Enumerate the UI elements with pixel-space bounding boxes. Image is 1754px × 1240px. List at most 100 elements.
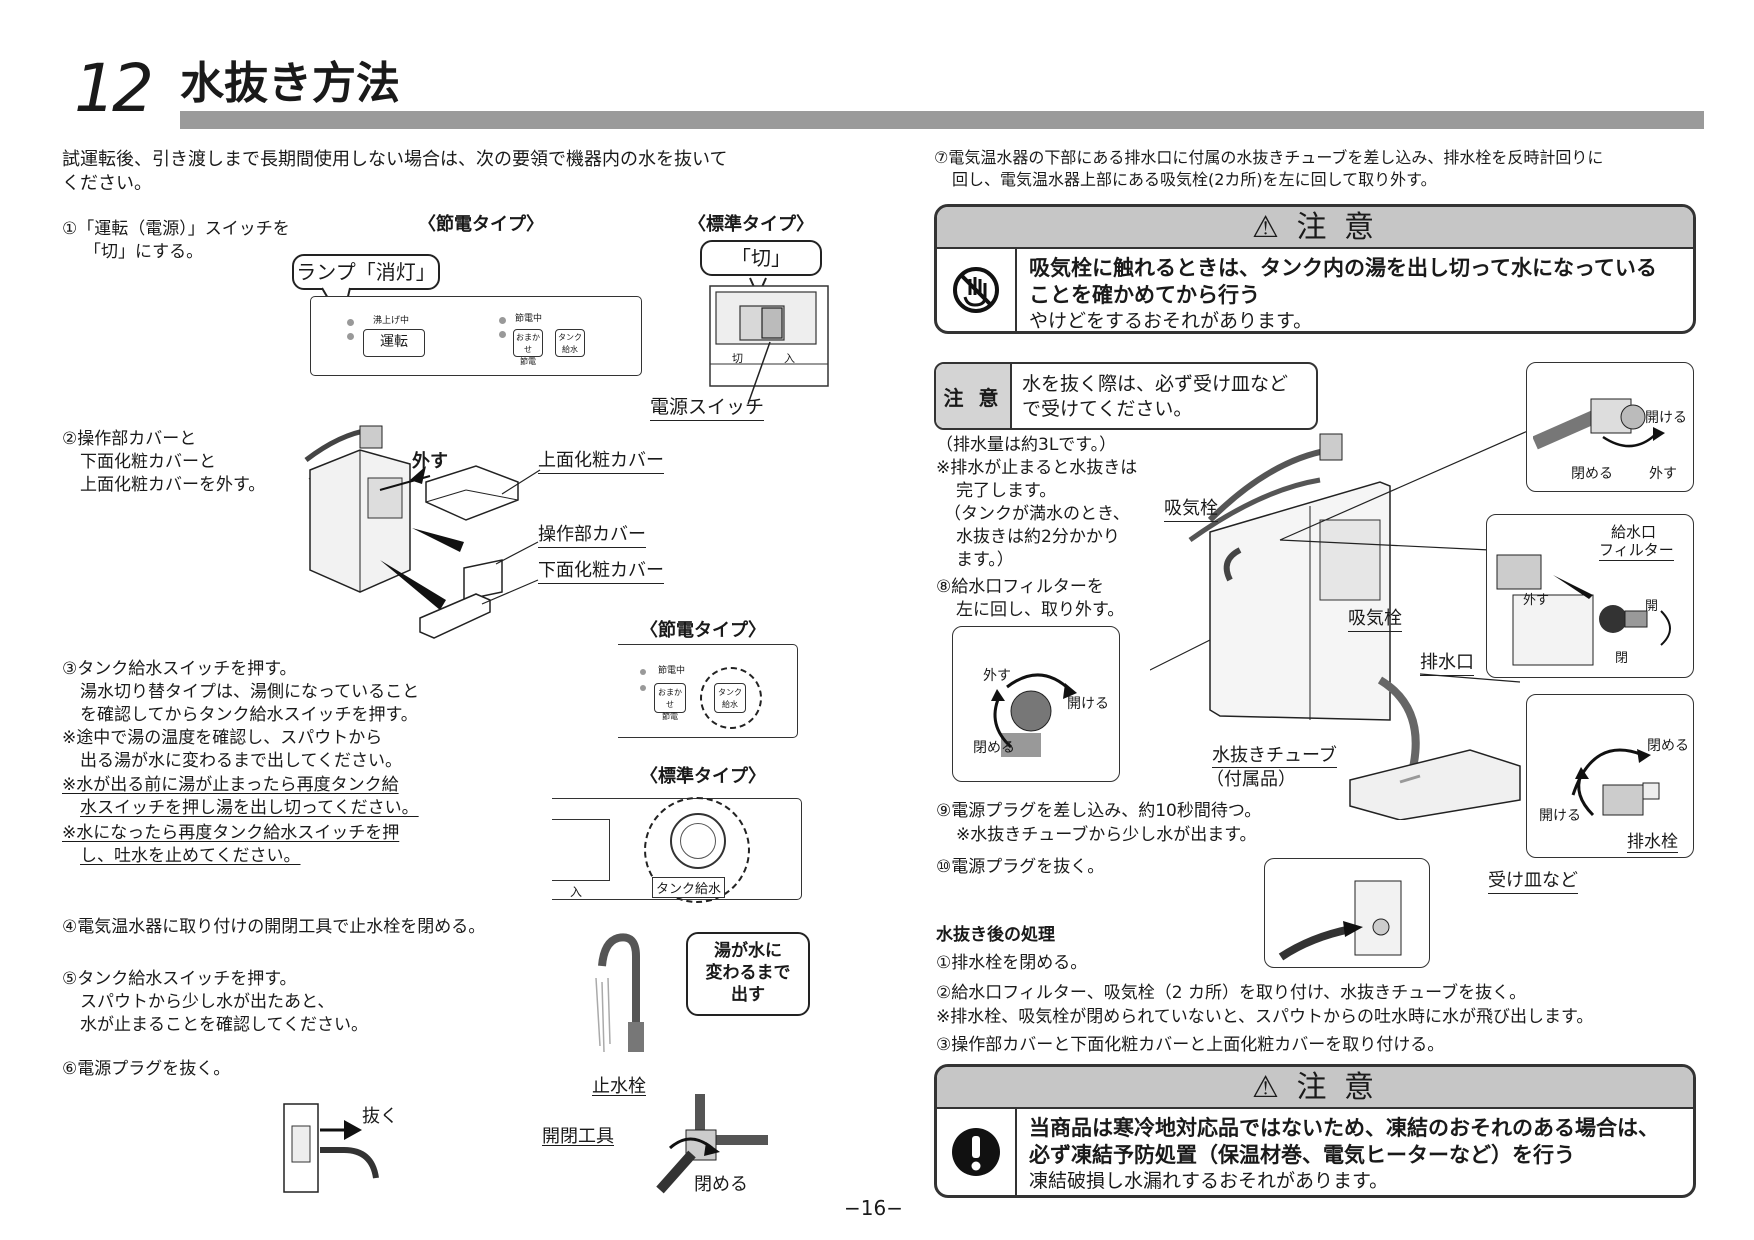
omakase-button[interactable]: おまかせ節電 [513, 329, 543, 366]
std-in-label: 入 [570, 885, 583, 899]
drain-plug-label: 排水栓 [1627, 827, 1678, 853]
drain-port-label: 排水口 [1420, 648, 1474, 676]
lamp-indicator [499, 331, 506, 338]
detail-tube-plug [1264, 858, 1430, 968]
zoom-omakase-2: 節電 [662, 712, 678, 721]
spout-figure [595, 933, 644, 1053]
tank-supply-label: タンク給水 [652, 877, 726, 898]
stop-valve-figure [656, 1094, 768, 1194]
step2-line-1: ②操作部カバーと [62, 429, 197, 449]
intro-line-1: 試運転後、引き渡しまで長期間使用しない場合は、次の要領で機器内の水を抜いて [62, 149, 728, 170]
eco-panel-zoom: 節電中 おまかせ節電 タンク給水 [618, 644, 798, 738]
drain-info-2: ※排水が止まると水抜きは [936, 458, 1138, 478]
after-line-4: ③操作部カバーと下面化粧カバーと上面化粧カバーを取り付ける。 [936, 1035, 1445, 1055]
power-switch-leader [747, 341, 771, 405]
tray-label: 受け皿など [1488, 866, 1578, 894]
step3-line-1: ③タンク給水スイッチを押す。 [62, 659, 297, 679]
drain-info-3: 完了します。 [956, 481, 1057, 501]
bubble-line-3: 出す [731, 985, 765, 1005]
step3-line-3: を確認してからタンク給水スイッチを押す。 [80, 705, 418, 725]
pull-label: 抜く [362, 1106, 398, 1127]
note-line-1: 水を抜く際は、必ず受け皿など [1022, 373, 1289, 395]
step2-line-2: 下面化粧カバーと [80, 452, 216, 472]
lamp-indicator [347, 333, 354, 340]
bubble-line-2: 変わるまで [705, 963, 791, 983]
step3-label-std: 〈標準タイプ〉 [640, 766, 766, 787]
after-heading: 水抜き後の処理 [936, 925, 1055, 945]
std-switch-on-label: 入 [784, 352, 795, 365]
zoom-omakase-button[interactable]: おまかせ節電 [654, 683, 686, 721]
inlet-filter-label-2: フィルター [1599, 541, 1674, 561]
std-panel-zoom: 入 タンク給水 [552, 797, 802, 903]
step9-line-1: ⑨電源プラグを差し込み、約10秒間待つ。 [936, 801, 1262, 821]
tank-button[interactable]: タンク給水 [555, 329, 585, 357]
lamp-indicator [347, 319, 354, 326]
step3-label-eco: 〈節電タイプ〉 [640, 620, 766, 641]
lamp-indicator [499, 317, 506, 324]
zoom-tank-button[interactable]: タンク給水 [714, 683, 746, 713]
caution1-plain: やけどをするおそれがあります。 [1029, 310, 1313, 332]
zoom-tank-2: 給水 [722, 700, 738, 709]
detail-close-label: 閉める [1571, 466, 1613, 482]
eco-control-panel: 沸上げ中 運転 節電中 おまかせ節電 タンク給水 [310, 296, 642, 376]
until-water-bubble: 湯が水に 変わるまで 出す [686, 932, 810, 1016]
note-line-2: で受けてください。 [1022, 398, 1193, 420]
std-panel-slot [552, 819, 610, 881]
top-cover-leader [501, 469, 541, 495]
step5-line-2: スパウトから少し水が出たあと、 [80, 992, 335, 1012]
step3-line-5: 出る湯が水に変わるまで出してください。 [80, 751, 402, 771]
panel-saving-label: 節電中 [515, 314, 543, 324]
zoom-tank-1: タンク [718, 688, 742, 697]
step1-line-1: ①「運転（電源）」スイッチを [62, 219, 290, 239]
caution-heading-2: ⚠ 注 意 [937, 1067, 1693, 1109]
page-number: −16− [844, 1196, 903, 1220]
drain-info-5: 水抜きは約2分かかり [956, 527, 1120, 547]
note-tag: 注 意 [936, 364, 1012, 428]
step3-underlined-3: ※水になったら再度タンク給水スイッチを押 [62, 823, 400, 843]
panel-heating-label: 沸上げ中 [373, 316, 410, 326]
bubble-line-1: 湯が水に [714, 941, 782, 961]
step3-line-4: ※途中で湯の温度を確認し、スパウトから [62, 728, 383, 748]
filter-zoom-open: 開ける [1067, 696, 1109, 712]
tank-button-highlight [644, 797, 750, 903]
zoom-omakase-1: おまかせ [658, 688, 682, 709]
zoom-saving-label: 節電中 [658, 666, 686, 676]
cover-removal-figure [304, 425, 464, 610]
step2-line-3: 上面化粧カバーを外す。 [80, 475, 266, 495]
unplug-figure [283, 1103, 379, 1193]
std-switch-figure [709, 277, 829, 387]
power-switch-label: 電源スイッチ [650, 392, 765, 421]
tube-label-2: （付属品） [1206, 769, 1296, 790]
step7-line-2: 回し、電気温水器上部にある吸気栓(2カ所)を左に回して取り外す。 [952, 170, 1437, 189]
inlet-filter-label-1: 給水口 [1611, 523, 1657, 541]
step5-line-3: 水が止まることを確認してください。 [80, 1015, 368, 1035]
step1-label-eco: 〈節電タイプ〉 [418, 214, 544, 235]
top-cover-label: 上面化粧カバー [538, 446, 664, 474]
step1-label-std: 〈標準タイプ〉 [688, 214, 814, 235]
lamp-indicator [640, 685, 646, 691]
stop-valve-label: 止水栓 [592, 1076, 646, 1097]
std-tank-round-button[interactable] [670, 813, 726, 869]
note-box-tray: 注 意 水を抜く際は、必ず受け皿など で受けてください。 [934, 362, 1318, 430]
caution2-bold-2: 必ず凍結予防処置（保温材巻、電気ヒーターなど）を行う [1029, 1143, 1575, 1167]
step1-line-2: 「切」にする。 [84, 242, 204, 262]
step10-text: ⑩電源プラグを抜く。 [936, 857, 1105, 877]
detail-remove-label: 外す [1649, 466, 1677, 482]
run-button[interactable]: 運転 [363, 329, 425, 357]
caution1-bold-2: ことを確かめてから行う [1029, 283, 1260, 307]
drain-info-6: ます。） [956, 550, 1014, 570]
caution-box-freeze: ⚠ 注 意 当商品は寒冷地対応品ではないため、凍結のおそれのある場合は、 必ず凍… [934, 1064, 1696, 1198]
omakase-label-2: 節電 [520, 357, 536, 366]
step6-text: ⑥電源プラグを抜く。 [62, 1059, 231, 1079]
air-valve-figure [1533, 398, 1665, 450]
caution1-bold-1: 吸気栓に触れるときは、タンク内の湯を出し切って水になっている [1029, 256, 1657, 280]
air-valve-label-2: 吸気栓 [1348, 604, 1402, 632]
water-heater-diagram [1150, 429, 1531, 820]
title-bar [180, 111, 1704, 129]
step4-text: ④電気温水器に取り付けの開閉工具で止水栓を閉める。 [62, 917, 486, 937]
step8-line-2: 左に回し、取り外す。 [956, 600, 1125, 620]
caution-heading: ⚠ 注 意 [937, 207, 1693, 249]
caution2-bold-1: 当商品は寒冷地対応品ではないため、凍結のおそれのある場合は、 [1029, 1116, 1659, 1140]
detail-inlet-filter: 給水口 フィルター 外す 開 閉 [1486, 514, 1694, 678]
step3-line-2: 湯水切り替タイプは、湯側になっていること [80, 682, 420, 702]
